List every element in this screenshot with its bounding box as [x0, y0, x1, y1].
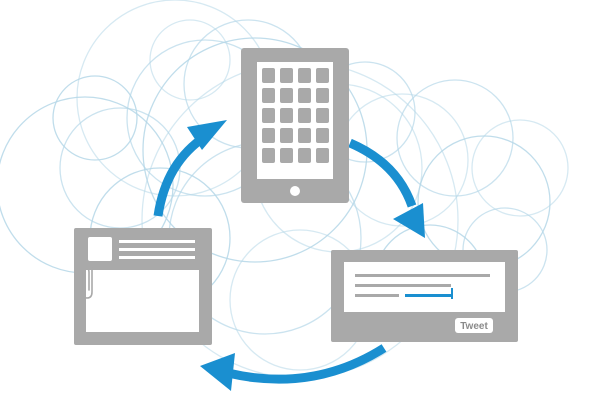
cycle-arrow-head [200, 353, 235, 391]
app-tile-icon [262, 128, 275, 143]
card-header-line [119, 256, 195, 259]
card-header-line [119, 240, 195, 243]
tweet-text-line [355, 284, 451, 287]
tablet-home-button [290, 186, 300, 196]
app-tile-icon [316, 148, 329, 163]
app-tile-icon [298, 128, 311, 143]
cycle-arrows [153, 120, 425, 391]
tweet-text-line [355, 294, 399, 297]
cycle-arrow-icon [226, 344, 387, 384]
card-header-line [119, 248, 195, 251]
app-tile-icon [298, 88, 311, 103]
tweet-text-caret [451, 288, 453, 299]
tweet-button[interactable] [455, 318, 493, 333]
swirl-circle [149, 19, 231, 101]
tablet-app-grid [262, 68, 329, 163]
tablet-icon [241, 48, 349, 203]
tweet-input-highlight [405, 294, 452, 297]
tweet-button-label: Tweet [460, 321, 488, 332]
app-tile-icon [280, 68, 293, 83]
app-tile-icon [316, 68, 329, 83]
app-tile-icon [280, 88, 293, 103]
swirl-circle [396, 79, 514, 197]
avatar [88, 237, 112, 261]
app-tile-icon [262, 88, 275, 103]
cycle-arrow-icon [348, 138, 417, 208]
cycle-arrow-head [187, 120, 227, 150]
app-tile-icon [316, 88, 329, 103]
app-tile-icon [280, 108, 293, 123]
tweet-compose-window-icon: Tweet [331, 250, 518, 342]
app-tile-icon [298, 148, 311, 163]
swirl-circle [471, 119, 569, 217]
app-tile-icon [262, 148, 275, 163]
app-tile-icon [298, 108, 311, 123]
attachment-card-icon [74, 228, 212, 345]
paperclip-icon [81, 267, 93, 299]
app-tile-icon [280, 128, 293, 143]
app-tile-icon [262, 68, 275, 83]
tweet-text-line [355, 274, 490, 277]
swirl-circle [52, 75, 138, 161]
swirl-circle [417, 135, 551, 269]
cycle-arrow-head [393, 203, 425, 238]
app-tile-icon [316, 108, 329, 123]
attachment-card-content [86, 270, 199, 332]
app-tile-icon [316, 128, 329, 143]
app-tile-icon [280, 148, 293, 163]
app-tile-icon [298, 68, 311, 83]
app-tile-icon [262, 108, 275, 123]
